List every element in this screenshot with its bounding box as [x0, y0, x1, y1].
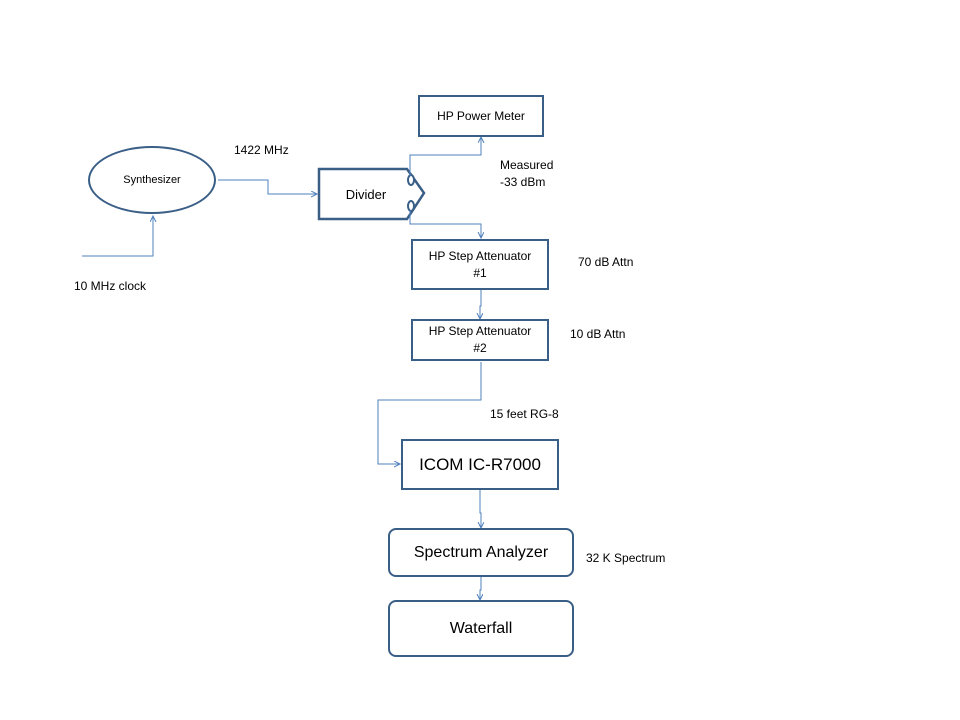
- connector-divider-meter: [409, 137, 481, 176]
- receiver-block: ICOM IC-R7000: [401, 439, 559, 490]
- connector-synth-divider: [218, 179, 317, 194]
- power-meter-label: HP Power Meter: [437, 109, 525, 123]
- synthesizer-block: Synthesizer: [88, 146, 216, 214]
- attn-1-label: 70 dB Attn: [578, 255, 634, 269]
- measured-label: Measured -33 dBm: [500, 158, 554, 189]
- step-attenuator-1-label: HP Step Attenuator #1: [428, 248, 532, 280]
- frequency-label: 1422 MHz: [234, 143, 289, 157]
- connector-divider-att1: [409, 210, 481, 238]
- step-attenuator-2-label: HP Step Attenuator #2: [428, 324, 532, 355]
- divider-shape: [317, 167, 426, 221]
- spectrum-label: 32 K Spectrum: [586, 551, 666, 565]
- spectrum-analyzer-label: Spectrum Analyzer: [413, 543, 549, 561]
- divider-port-top: [407, 174, 415, 186]
- synthesizer-label: Synthesizer: [123, 174, 181, 186]
- divider-port-bottom: [407, 200, 415, 212]
- spectrum-analyzer-block: Spectrum Analyzer: [388, 528, 574, 577]
- receiver-label: ICOM IC-R7000: [419, 454, 541, 474]
- attn-2-label: 10 dB Attn: [570, 327, 626, 341]
- step-attenuator-1-block: HP Step Attenuator #1: [411, 239, 549, 290]
- divider-label: Divider: [345, 186, 387, 202]
- connector-att2-receiver: [377, 362, 482, 464]
- clock-label: 10 MHz clock: [74, 279, 147, 293]
- waterfall-label: Waterfall: [449, 619, 513, 637]
- cable-label: 15 feet RG-8: [490, 407, 559, 421]
- power-meter-block: HP Power Meter: [418, 95, 544, 137]
- step-attenuator-2-block: HP Step Attenuator #2: [411, 319, 549, 361]
- waterfall-block: Waterfall: [388, 600, 574, 657]
- connector-analyzer-waterfall: [480, 577, 481, 600]
- connector-receiver-analyzer: [480, 490, 481, 528]
- connector-clock-synth: [82, 216, 153, 257]
- connector-att1-att2: [480, 290, 481, 319]
